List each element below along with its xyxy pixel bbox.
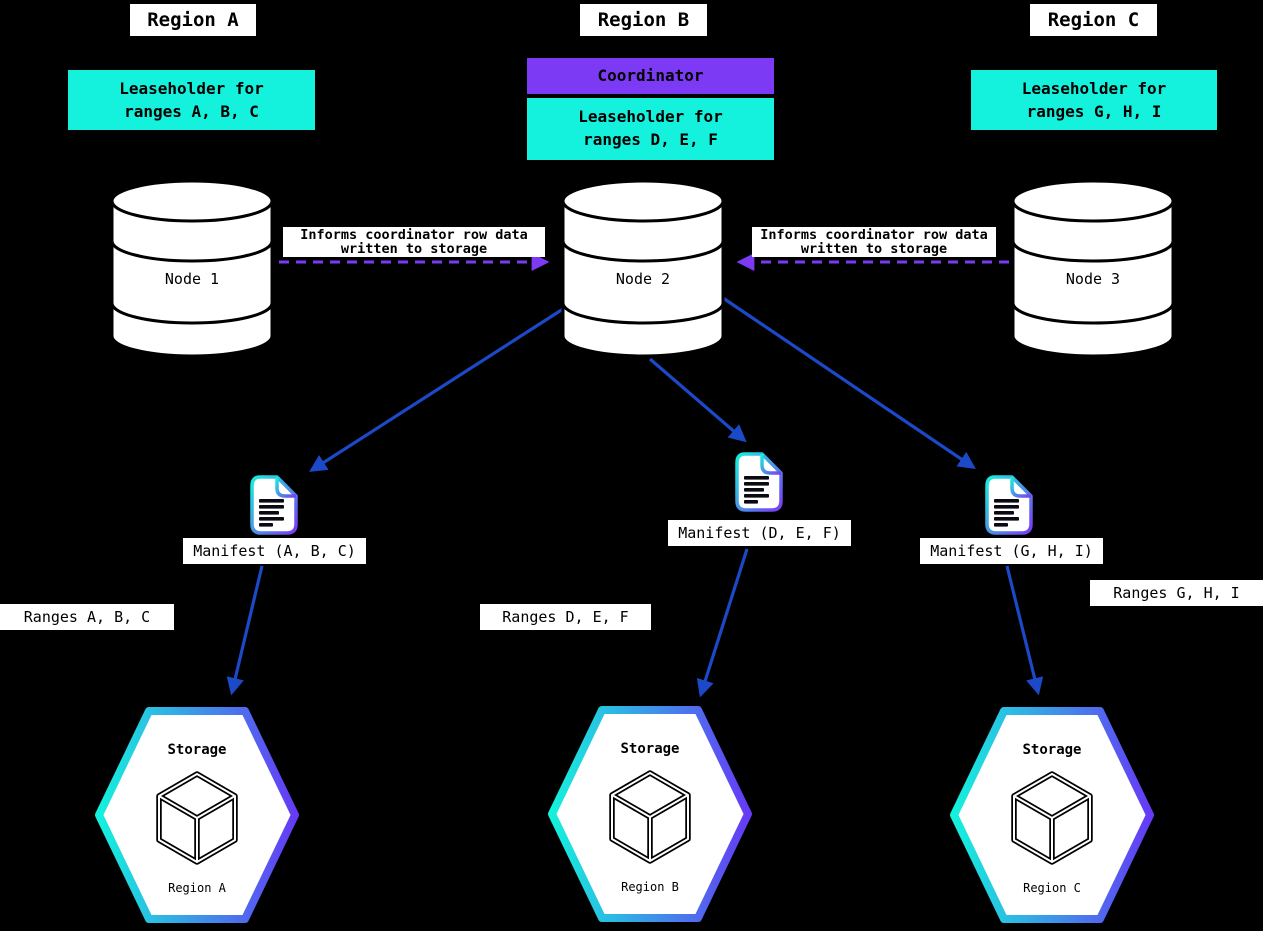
node-2-database-icon: Node 2 xyxy=(561,179,725,358)
storage-b-region-label: Region B xyxy=(621,880,679,894)
arrow-node2-to-manifest-abc xyxy=(309,298,578,472)
cube-icon xyxy=(609,770,691,864)
informs-label-left-line1: Informs coordinator row data xyxy=(300,227,528,243)
ranges-ghi-label: Ranges G, H, I xyxy=(1090,580,1263,606)
cube-icon xyxy=(156,771,238,865)
informs-label-right-line1: Informs coordinator row data xyxy=(760,227,988,243)
informs-label-left-line2: written to storage xyxy=(340,241,488,257)
arrow-node2-to-manifest-def xyxy=(648,357,747,443)
informs-label-left: Informs coordinator row data written to … xyxy=(283,227,545,257)
storage-a-hexagon: Storage Region A xyxy=(95,707,299,923)
storage-c-title: Storage xyxy=(1022,742,1081,758)
leaseholder-c-box: Leaseholder for ranges G, H, I xyxy=(971,70,1217,130)
leaseholder-a-line2: ranges A, B, C xyxy=(124,102,259,121)
manifest-ghi-file-icon xyxy=(985,475,1033,535)
leaseholder-b-box: Leaseholder for ranges D, E, F xyxy=(527,98,774,160)
ranges-def-label: Ranges D, E, F xyxy=(480,604,651,630)
node-3-label: Node 3 xyxy=(1066,270,1120,288)
storage-a-title: Storage xyxy=(167,742,226,758)
storage-c-hexagon: Storage Region C xyxy=(950,707,1154,923)
manifest-ghi-label: Manifest (G, H, I) xyxy=(920,538,1103,564)
cube-icon xyxy=(1011,771,1093,865)
storage-c-region-label: Region C xyxy=(1023,881,1081,895)
manifest-abc-file-icon xyxy=(250,475,298,535)
manifest-abc-label: Manifest (A, B, C) xyxy=(183,538,366,564)
leaseholder-b-line1: Leaseholder for xyxy=(578,107,723,126)
manifest-def-file-icon xyxy=(735,452,783,512)
region-b-title: Region B xyxy=(580,4,707,36)
storage-b-title: Storage xyxy=(620,741,679,757)
leaseholder-a-line1: Leaseholder for xyxy=(119,79,264,98)
leaseholder-c-line2: ranges G, H, I xyxy=(1026,102,1162,121)
arrow-manifest-abc-to-storage-a xyxy=(226,565,264,696)
arrow-manifest-ghi-to-storage-c xyxy=(1005,565,1044,696)
informs-label-right-line2: written to storage xyxy=(800,241,948,257)
leaseholder-b-line2: ranges D, E, F xyxy=(583,130,718,149)
ranges-abc-label: Ranges A, B, C xyxy=(0,604,174,630)
arrow-manifest-def-to-storage-b xyxy=(696,548,749,698)
storage-b-hexagon: Storage Region B xyxy=(548,706,752,922)
node-1-database-icon: Node 1 xyxy=(110,179,274,358)
arrow-node2-to-manifest-ghi xyxy=(722,296,976,469)
region-c-title: Region C xyxy=(1030,4,1157,36)
informs-label-right: Informs coordinator row data written to … xyxy=(752,227,996,257)
storage-a-region-label: Region A xyxy=(168,881,227,895)
region-a-title: Region A xyxy=(130,4,256,36)
manifest-def-label: Manifest (D, E, F) xyxy=(668,520,851,546)
node-3-database-icon: Node 3 xyxy=(1011,179,1175,358)
leaseholder-c-line1: Leaseholder for xyxy=(1021,79,1167,98)
node-2-label: Node 2 xyxy=(616,270,670,288)
coordinator-box: Coordinator xyxy=(527,58,774,94)
node-1-label: Node 1 xyxy=(165,270,219,288)
leaseholder-a-box: Leaseholder for ranges A, B, C xyxy=(68,70,315,130)
